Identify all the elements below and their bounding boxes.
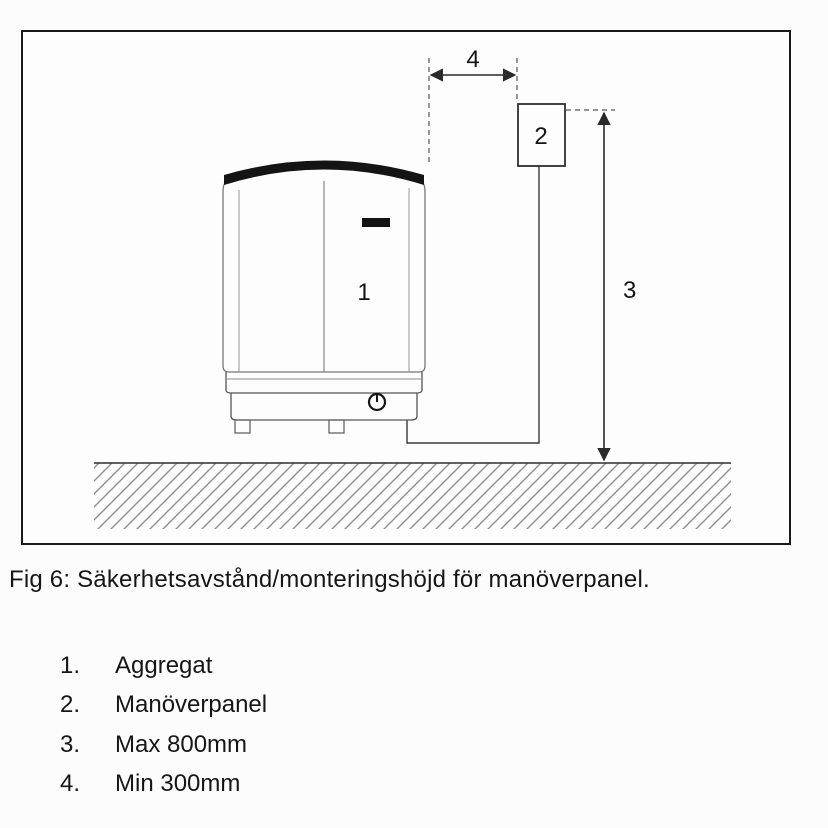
heater-label: 1 <box>357 279 370 306</box>
heater-skirt <box>230 393 418 421</box>
dimension-distance: 4 <box>428 46 518 166</box>
heater-base-band <box>225 372 423 394</box>
legend-item-number: 2. <box>60 691 81 719</box>
figure-caption: Fig 6: Säkerhetsavstånd/monteringshöjd f… <box>9 566 650 593</box>
legend-item-max-height: 3. Max 800mm <box>60 725 267 765</box>
control-panel-drawing: 2 <box>517 103 566 167</box>
control-panel-label: 2 <box>534 123 547 150</box>
legend-item-label: Max 800mm <box>115 730 248 758</box>
figure-diagram-box: 1 2 4 3 <box>21 30 791 545</box>
heater-top-cap <box>224 160 424 185</box>
dimension-label-4: 4 <box>466 46 479 73</box>
ground-hatch <box>94 463 731 529</box>
legend-item-label: Min 300mm <box>115 770 241 798</box>
installation-diagram: 1 2 4 3 <box>94 46 731 529</box>
legend-item-min-distance: 4. Min 300mm <box>60 765 267 805</box>
dimension-label-3: 3 <box>623 277 636 304</box>
dimension-height: 3 <box>566 109 636 462</box>
connection-wire <box>406 166 540 444</box>
legend-item-label: Manöverpanel <box>115 691 268 719</box>
figure-legend: 1. Aggregat 2. Manöverpanel 3. Max 800mm… <box>60 646 267 804</box>
legend-item-label: Aggregat <box>115 651 213 679</box>
legend-item-aggregat: 1. Aggregat <box>60 646 267 686</box>
heater-foot-left <box>234 419 251 434</box>
heater-foot-right <box>328 419 345 434</box>
heater-drawing: 1 <box>222 160 426 434</box>
heater-vent-slot <box>362 218 390 227</box>
legend-item-number: 3. <box>60 730 81 758</box>
ground <box>94 462 731 529</box>
legend-item-manoverpanel: 2. Manöverpanel <box>60 686 267 726</box>
control-panel-box <box>517 103 566 167</box>
legend-item-number: 1. <box>60 651 81 679</box>
legend-item-number: 4. <box>60 770 81 798</box>
